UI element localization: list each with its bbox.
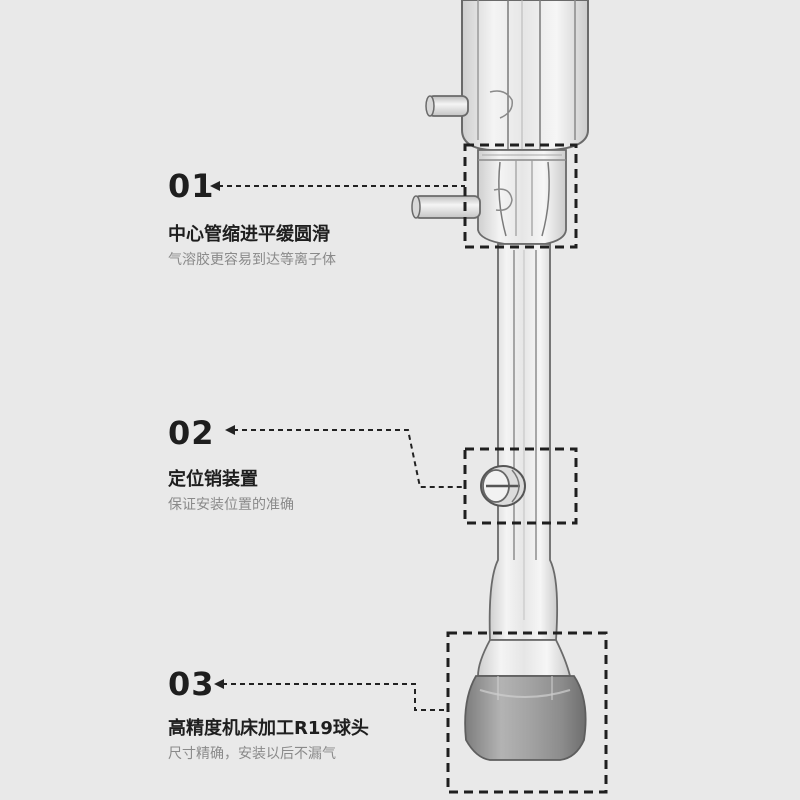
highlight-box-01 (463, 143, 578, 249)
ball-neck (477, 639, 572, 677)
highlight-box-03 (446, 631, 608, 794)
outer-tube (461, 0, 589, 151)
callout-subtitle: 尺寸精确，安装以后不漏气 (168, 745, 336, 762)
callout-number: 02 (168, 414, 215, 452)
callout-title: 高精度机床加工R19球头 (168, 718, 369, 739)
central-tube (488, 243, 559, 641)
callout-title: 定位销装置 (168, 469, 258, 490)
callout-title: 中心管缩进平缓圆滑 (168, 224, 330, 245)
callout-subtitle: 气溶胶更容易到达等离子体 (168, 251, 336, 268)
callout-number: 03 (168, 665, 215, 703)
ball-joint (464, 675, 587, 761)
arrowhead-03 (214, 679, 224, 689)
callout-02: 02 定位销装置 保证安装位置的准确 (168, 417, 294, 513)
lower-gas-inlet (411, 195, 481, 219)
positioning-pin (480, 465, 526, 507)
arrowhead-02 (225, 425, 235, 435)
callout-subtitle: 保证安装位置的准确 (168, 496, 294, 513)
arrowhead-01 (210, 181, 220, 191)
highlight-box-02 (463, 447, 578, 525)
leader-arrow-03 (222, 683, 448, 711)
callout-number: 01 (168, 167, 215, 205)
upper-gas-inlet (425, 90, 513, 119)
middle-tube (477, 149, 567, 245)
leader-arrow-02 (233, 429, 465, 488)
callout-03: 03 高精度机床加工R19球头 尺寸精确，安装以后不漏气 (168, 668, 369, 762)
callout-01: 01 中心管缩进平缓圆滑 气溶胶更容易到达等离子体 (168, 170, 336, 268)
